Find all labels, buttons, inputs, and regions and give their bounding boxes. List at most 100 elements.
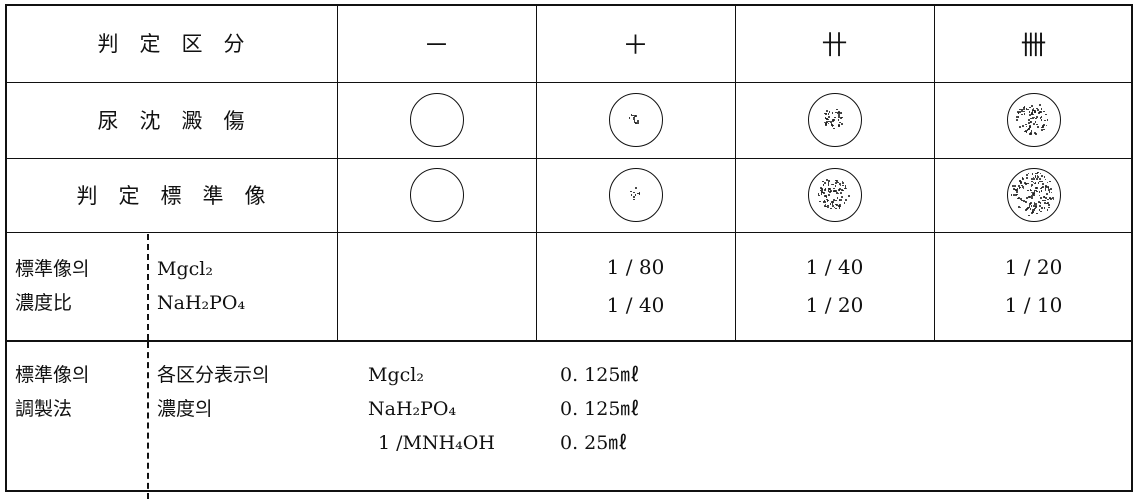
sediment-speck [1032, 113, 1035, 116]
sediment-speck [1046, 208, 1049, 211]
sediment-speck [831, 200, 833, 203]
sediment-speck [832, 200, 834, 203]
sediment-speck [841, 180, 844, 183]
sediment-speck [633, 198, 635, 201]
sediment-speck [1031, 197, 1033, 199]
sediment-speck [1019, 180, 1021, 183]
sediment-speck [836, 179, 838, 182]
reagent-mgcl2: Mgcl₂ [368, 364, 424, 386]
sediment-speck [1043, 175, 1046, 178]
sediment-speck [1023, 106, 1026, 108]
sediment-label: 尿 沈 澱 傷 [97, 109, 245, 133]
sediment-speck [1029, 188, 1032, 191]
sediment-speck [838, 116, 840, 119]
sediment-speck [1039, 104, 1041, 107]
sediment-speck [1036, 171, 1039, 174]
sediment-cell [337, 82, 536, 158]
sediment-speck [1044, 188, 1047, 191]
sediment-speck [823, 121, 826, 124]
sediment-speck [1034, 207, 1036, 210]
sediment-speck [1029, 126, 1031, 128]
sediment-speck [1015, 116, 1018, 118]
sediment-speck [1032, 204, 1035, 207]
sediment-speck [1048, 191, 1051, 193]
sediment-speck [845, 187, 848, 190]
sediment-speck [1019, 125, 1021, 128]
sediment-speck [1028, 111, 1031, 114]
preparation-label: 標準像의 調製法 [15, 358, 89, 426]
sediment-speck [1025, 125, 1028, 128]
sediment-speck [629, 190, 632, 193]
sediment-speck [1034, 111, 1037, 114]
sediment-speck [1035, 132, 1037, 135]
sediment-speck [1030, 191, 1033, 194]
sediment-speck [1017, 111, 1020, 114]
sediment-speck [633, 115, 636, 117]
sediment-speck [824, 203, 827, 206]
sediment-speck [835, 204, 838, 207]
sediment-speck [1018, 197, 1020, 199]
sediment-speck [1021, 125, 1024, 127]
row-divider [5, 158, 1133, 159]
sediment-speck [1031, 178, 1033, 181]
sediment-speck [837, 114, 840, 116]
ratio-col-plus-1: 1 / 80 1 / 40 [536, 248, 735, 324]
sediment-speck [828, 188, 830, 191]
sediment-speck [1025, 183, 1028, 185]
sediment-speck [840, 112, 843, 115]
sediment-speck [1046, 202, 1048, 205]
sediment-speck [1019, 111, 1021, 114]
preparation-desc-line2: 濃度의 [157, 398, 213, 420]
sediment-speck [1036, 109, 1039, 111]
sediment-speck [1039, 111, 1042, 114]
sediment-speck [1032, 181, 1035, 184]
sediment-speck [842, 181, 845, 184]
sediment-speck [1025, 123, 1027, 126]
sediment-speck [1028, 106, 1031, 109]
sediment-speck [826, 200, 829, 203]
sediment-speck [1019, 206, 1022, 209]
sediment-speck [1032, 122, 1035, 125]
sediment-speck [848, 194, 850, 197]
sediment-speck [839, 205, 841, 208]
sediment-speck [1026, 129, 1029, 132]
sediment-speck [1039, 177, 1041, 180]
sediment-speck [1021, 199, 1023, 202]
sediment-speck [1026, 208, 1028, 210]
sediment-speck [1029, 207, 1032, 210]
sediment-speck [630, 193, 633, 196]
sediment-speck [1022, 199, 1025, 202]
ratio-value: 1 / 40 [805, 255, 864, 279]
sediment-speck [1022, 108, 1025, 110]
sediment-speck [1033, 116, 1036, 119]
preparation-desc-line1: 各区分表示의 [157, 364, 270, 386]
sediment-speck [817, 193, 820, 195]
row-divider [5, 232, 1133, 233]
sediment-speck [1050, 188, 1052, 191]
sediment-speck [835, 199, 837, 202]
sediment-speck [838, 112, 841, 115]
sediment-speck [1039, 187, 1042, 190]
sediment-speck [1033, 201, 1036, 204]
sediment-speck [834, 203, 837, 206]
column-divider [536, 4, 537, 340]
column-divider [337, 4, 338, 340]
sediment-speck [1050, 191, 1053, 194]
sediment-speck [1031, 113, 1033, 115]
sediment-speck [844, 185, 847, 188]
sediment-speck [1042, 110, 1045, 113]
sediment-speck [834, 116, 836, 119]
reagent-nh4oh: 1 /MNH₄OH [378, 432, 495, 454]
sediment-speck [1020, 109, 1023, 112]
sediment-speck [1025, 130, 1028, 133]
preparation-description: 各区分表示의 濃度의 [157, 358, 269, 426]
sediment-speck [827, 122, 830, 125]
dashed-divider [147, 342, 149, 499]
sediment-speck [829, 191, 832, 194]
preparation-label-line1: 標準像의 [15, 364, 90, 386]
sediment-speck [828, 194, 830, 196]
sediment-speck [832, 120, 834, 122]
sediment-speck [1019, 179, 1022, 182]
sediment-speck [819, 189, 822, 192]
sediment-speck [1013, 194, 1016, 196]
